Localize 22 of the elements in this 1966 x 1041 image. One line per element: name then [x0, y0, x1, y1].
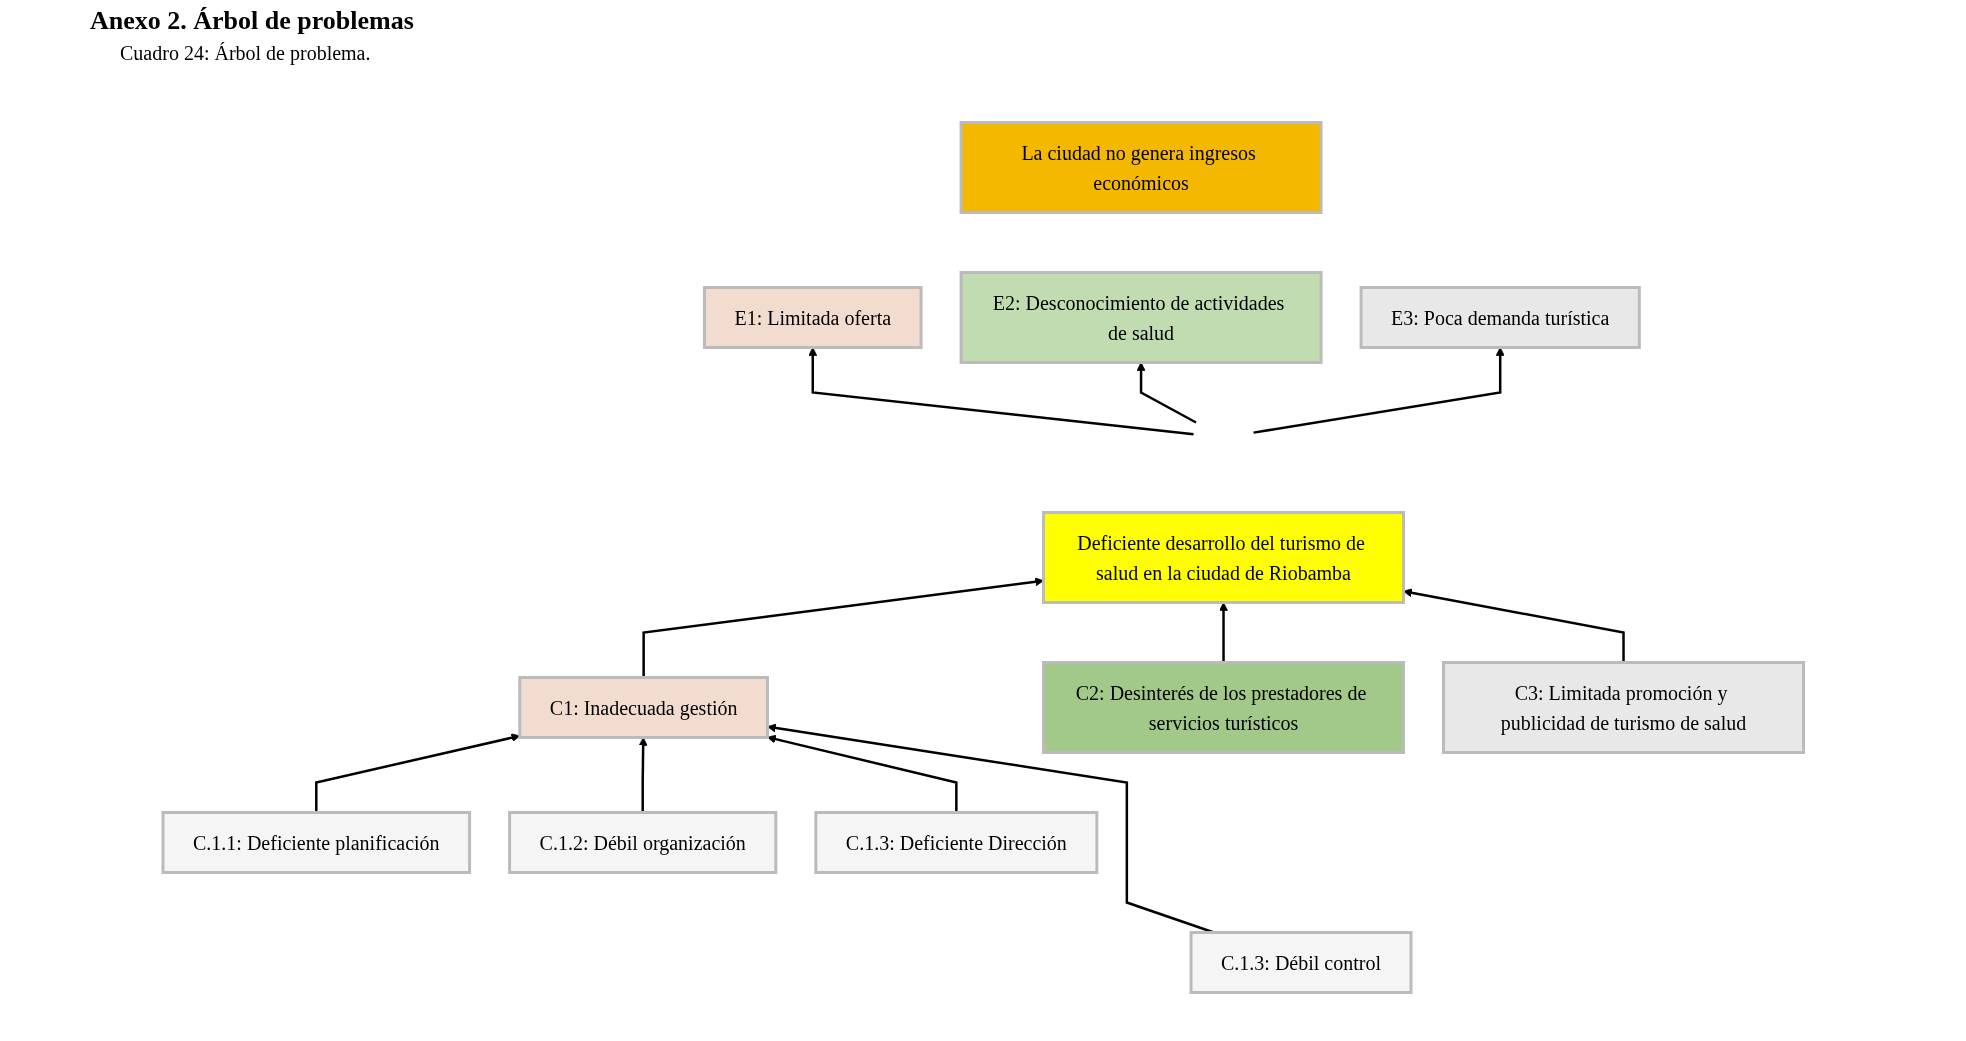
arrow — [1253, 347, 1505, 434]
node-box: E1: Limitada oferta — [702, 286, 923, 349]
caption: Cuadro 24: Árbol de problema. — [120, 42, 372, 65]
arrow — [638, 737, 648, 813]
node-box: Deficiente desarrollo del turismo de salud en la ciudad de Riobamba — [1041, 511, 1405, 604]
arrow — [1136, 362, 1197, 424]
arrow — [766, 734, 958, 813]
node-box: C.1.1: Deficiente planificación — [161, 811, 471, 874]
node-box: C1: Inadecuada gestión — [518, 676, 769, 739]
arrow — [314, 733, 520, 813]
node-box: C.1.2: Débil organización — [507, 811, 778, 874]
node-box: E3: Poca demanda turística — [1359, 286, 1641, 349]
node-box: C3: Limitada promoción y publicidad de turismo de salud — [1441, 661, 1805, 754]
node-box: E2: Desconocimiento de actividades de salud — [959, 271, 1323, 364]
node-box: C.1.3: Débil control — [1189, 931, 1413, 994]
node-box: C2: Desinterés de los prestadores de servicios turísticos — [1041, 661, 1405, 754]
arrow — [808, 347, 1194, 436]
node-box: La ciudad no genera ingresos económicos — [959, 121, 1323, 214]
node-box: C.1.3: Deficiente Dirección — [814, 811, 1099, 874]
arrow — [1218, 602, 1228, 663]
arrow — [642, 577, 1044, 678]
title: Anexo 2. Árbol de problemas — [90, 6, 414, 36]
